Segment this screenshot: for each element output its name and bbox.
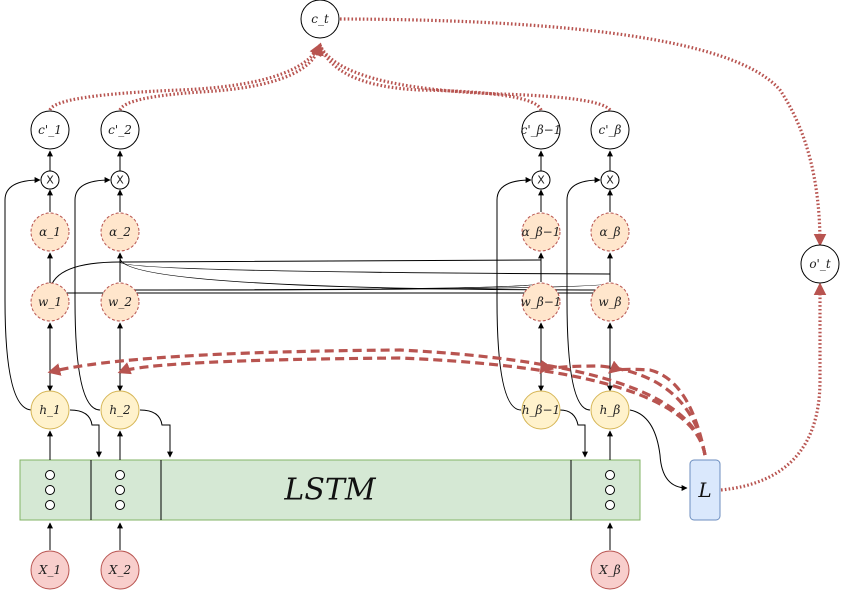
- alpha-node-1: α_1: [30, 212, 70, 252]
- loss-feedback-edges: [47, 348, 707, 456]
- svg-text:h_2: h_2: [109, 403, 130, 417]
- input-node-1: X_1: [30, 550, 70, 590]
- svg-text:o'_t: o'_t: [809, 257, 831, 271]
- svg-text:α_1: α_1: [39, 225, 61, 239]
- output-node: o'_t: [800, 244, 840, 284]
- lstm-to-hidden-arrows: [47, 430, 613, 460]
- svg-text:c'_β: c'_β: [599, 123, 622, 137]
- hidden-recurrence-arrows: [69, 409, 688, 491]
- loss-node: L: [689, 459, 721, 521]
- weight-node-2: w_2: [100, 282, 140, 322]
- context-node-2: c'_2: [100, 110, 140, 150]
- column-beta: c'_β X α_β w_β h_β X_β: [590, 110, 630, 590]
- weight-node-beta-minus-1: w_β−1: [521, 282, 562, 322]
- svg-text:c'_β−1: c'_β−1: [521, 123, 562, 137]
- input-arrows: [47, 522, 613, 550]
- input-node-beta: X_β: [590, 550, 630, 590]
- alpha-node-2: α_2: [100, 212, 140, 252]
- svg-text:X: X: [46, 174, 54, 187]
- context-aggregation-edges: [48, 17, 827, 492]
- svg-text:α_β: α_β: [599, 225, 620, 239]
- alpha-to-multiply-arrows: [47, 189, 613, 212]
- svg-text:α_2: α_2: [109, 225, 131, 239]
- svg-text:h_β−1: h_β−1: [522, 403, 560, 417]
- svg-text:h_1: h_1: [39, 403, 60, 417]
- svg-text:c'_2: c'_2: [108, 123, 132, 137]
- context-node-1: c'_1: [30, 110, 70, 150]
- hidden-node-1: h_1: [30, 390, 70, 430]
- svg-text:w_1: w_1: [38, 295, 62, 309]
- column-2: c'_2 X α_2 w_2 h_2 X_2: [100, 110, 140, 590]
- svg-text:X: X: [116, 174, 124, 187]
- svg-text:h_β: h_β: [600, 403, 621, 417]
- input-node-2: X_2: [100, 550, 140, 590]
- svg-text:c_t: c_t: [311, 12, 329, 26]
- svg-text:X_2: X_2: [108, 563, 131, 577]
- svg-text:c'_1: c'_1: [38, 123, 62, 137]
- svg-text:L: L: [697, 478, 711, 502]
- hidden-weight-arrows: [47, 322, 613, 392]
- weight-node-1: w_1: [30, 282, 70, 322]
- lstm-block: LSTM: [19, 459, 641, 521]
- lstm-cell-dots: [45, 470, 615, 510]
- multiply-node-beta: X: [600, 170, 620, 190]
- softmax-connections: [47, 252, 613, 294]
- context-vector-node: c_t: [300, 0, 340, 39]
- hidden-node-beta-minus-1: h_β−1: [521, 390, 561, 430]
- column-beta-minus-1: c'_β−1 X α_β−1 w_β−1 h_β−1: [521, 110, 562, 430]
- svg-text:X: X: [606, 174, 614, 187]
- alpha-node-beta: α_β: [590, 212, 630, 252]
- context-node-beta-minus-1: c'_β−1: [521, 110, 562, 150]
- hidden-skip-arrows: [4, 177, 601, 411]
- multiply-node-beta-minus-1: X: [531, 170, 551, 190]
- multiply-node-2: X: [110, 170, 130, 190]
- multiply-node-1: X: [40, 170, 60, 190]
- weight-node-beta: w_β: [590, 282, 630, 322]
- svg-text:X: X: [537, 174, 545, 187]
- svg-text:X_β: X_β: [598, 563, 621, 577]
- svg-text:w_β: w_β: [598, 295, 621, 309]
- column-1: c'_1 X α_1 w_1 h_1 X_1: [30, 110, 70, 590]
- svg-text:w_β−1: w_β−1: [521, 295, 562, 309]
- multiply-to-context-arrows: [47, 150, 613, 171]
- alpha-node-beta-minus-1: α_β−1: [521, 212, 561, 252]
- hidden-node-beta: h_β: [590, 390, 630, 430]
- hidden-node-2: h_2: [100, 390, 140, 430]
- lstm-label: LSTM: [283, 473, 376, 508]
- svg-text:X_1: X_1: [38, 563, 61, 577]
- svg-text:w_2: w_2: [108, 295, 132, 309]
- context-node-beta: c'_β: [590, 110, 630, 150]
- svg-text:α_β−1: α_β−1: [522, 225, 561, 239]
